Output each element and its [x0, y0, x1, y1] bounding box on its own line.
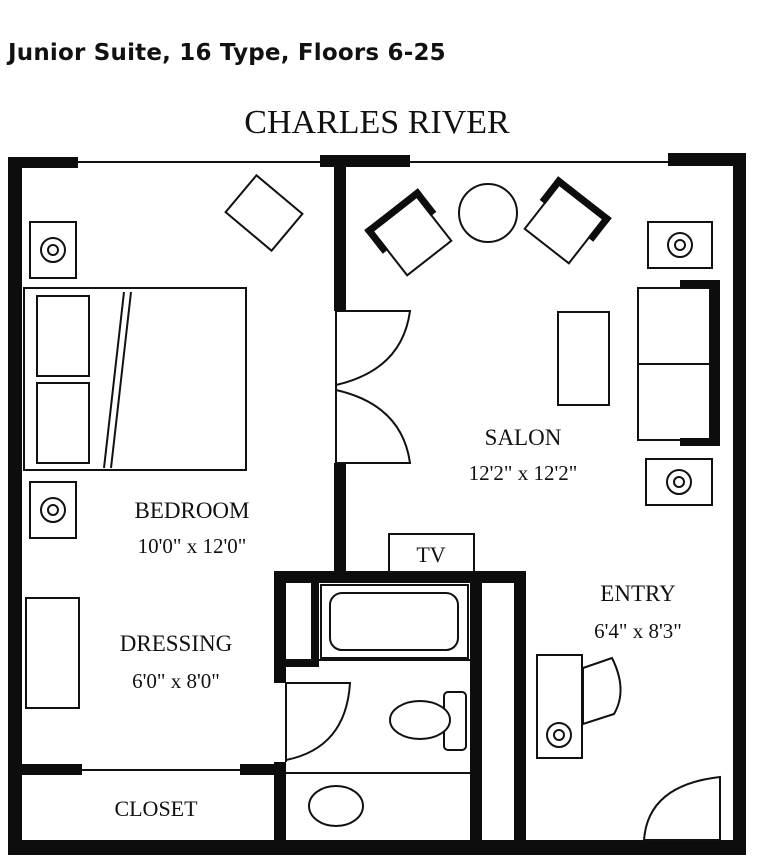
room-labels: BEDROOM 10'0" x 12'0" SALON 12'2" x 12'2…: [114, 425, 681, 821]
lamp-icon: [553, 729, 565, 741]
sink: [308, 785, 364, 827]
bathroom-wall-left: [274, 762, 286, 844]
toilet-bowl: [389, 700, 451, 740]
bathroom-wall-top: [274, 571, 524, 583]
lamp-icon: [40, 497, 66, 523]
armchair: [224, 173, 304, 253]
lamp-icon: [40, 237, 66, 263]
bathroom-fixtures: [308, 584, 469, 827]
bathroom-wall: [286, 659, 319, 667]
bed-blanket-fold: [110, 291, 132, 469]
end-table: [647, 221, 713, 269]
bed-blanket-fold: [103, 291, 125, 469]
sofa-back: [710, 280, 720, 446]
closet-wall: [240, 764, 286, 775]
armchair-arm: [539, 176, 564, 205]
lamp-icon: [546, 722, 572, 748]
wall-segment: [320, 155, 410, 167]
partition-wall: [334, 463, 346, 573]
entry-wall: [514, 571, 526, 844]
double-door: [335, 310, 412, 464]
wall-left: [8, 157, 22, 855]
bedroom-furniture: [23, 173, 304, 709]
armchair: [523, 176, 612, 265]
room-size-entry: 6'4" x 8'3": [594, 619, 682, 643]
view-label: CHARLES RIVER: [244, 104, 510, 141]
tv-label: TV: [416, 542, 445, 567]
armchair-back: [553, 176, 612, 224]
bathroom-wall: [311, 583, 319, 665]
room-name-closet: CLOSET: [114, 796, 198, 821]
interior-walls: [22, 164, 526, 844]
room-name-entry: ENTRY: [600, 581, 676, 606]
sofa-arm: [680, 438, 720, 446]
armchair-arm: [412, 188, 437, 217]
coffee-table: [557, 311, 610, 406]
door-swing: [285, 682, 352, 761]
door-swing: [642, 775, 721, 841]
wall-segment: [668, 153, 746, 166]
round-table: [458, 183, 518, 243]
lamp-icon: [674, 239, 686, 251]
dresser: [25, 597, 80, 709]
door-swing: [335, 310, 412, 386]
lamp-icon: [666, 469, 692, 495]
closet-wall: [22, 764, 82, 775]
armchair-seat: [523, 183, 605, 265]
room-name-dressing: DRESSING: [120, 631, 232, 656]
room-size-salon: 12'2" x 12'2": [469, 461, 578, 485]
lamp-icon: [673, 476, 685, 488]
pillow: [36, 382, 90, 464]
partition-wall: [334, 164, 346, 311]
bathroom-door: [285, 682, 352, 762]
pillow: [36, 295, 90, 377]
room-name-salon: SALON: [485, 425, 562, 450]
room-name-bedroom: BEDROOM: [134, 498, 249, 523]
entry-door: [642, 775, 721, 841]
door-swing: [335, 389, 412, 464]
bathroom-wall-right: [470, 571, 482, 844]
lamp-icon: [47, 244, 59, 256]
lamp-icon: [47, 504, 59, 516]
desk: [536, 654, 583, 759]
wall-segment: [8, 157, 78, 168]
desk-chair: [582, 656, 622, 726]
room-size-bedroom: 10'0" x 12'0": [138, 534, 247, 558]
bathroom-wall-left: [274, 571, 286, 683]
armchair: [364, 188, 453, 277]
page-title: Junior Suite, 16 Type, Floors 6-25: [8, 40, 446, 66]
outer-walls: [8, 153, 746, 855]
armchair-seat: [371, 195, 453, 277]
end-table: [645, 458, 713, 506]
lamp-icon: [667, 232, 693, 258]
sofa-arm: [680, 280, 720, 288]
tv-cabinet: [388, 533, 475, 573]
entry-furniture: [536, 654, 622, 759]
wall-bottom: [8, 840, 746, 855]
bathtub-basin: [329, 592, 459, 651]
nightstand: [29, 481, 77, 539]
armchair-arm: [587, 213, 612, 242]
salon-furniture: TV: [364, 176, 720, 573]
nightstand: [29, 221, 77, 279]
armchair-arm: [364, 225, 389, 254]
wall-right: [733, 153, 746, 855]
room-size-dressing: 6'0" x 8'0": [132, 669, 220, 693]
armchair-back: [364, 188, 423, 236]
